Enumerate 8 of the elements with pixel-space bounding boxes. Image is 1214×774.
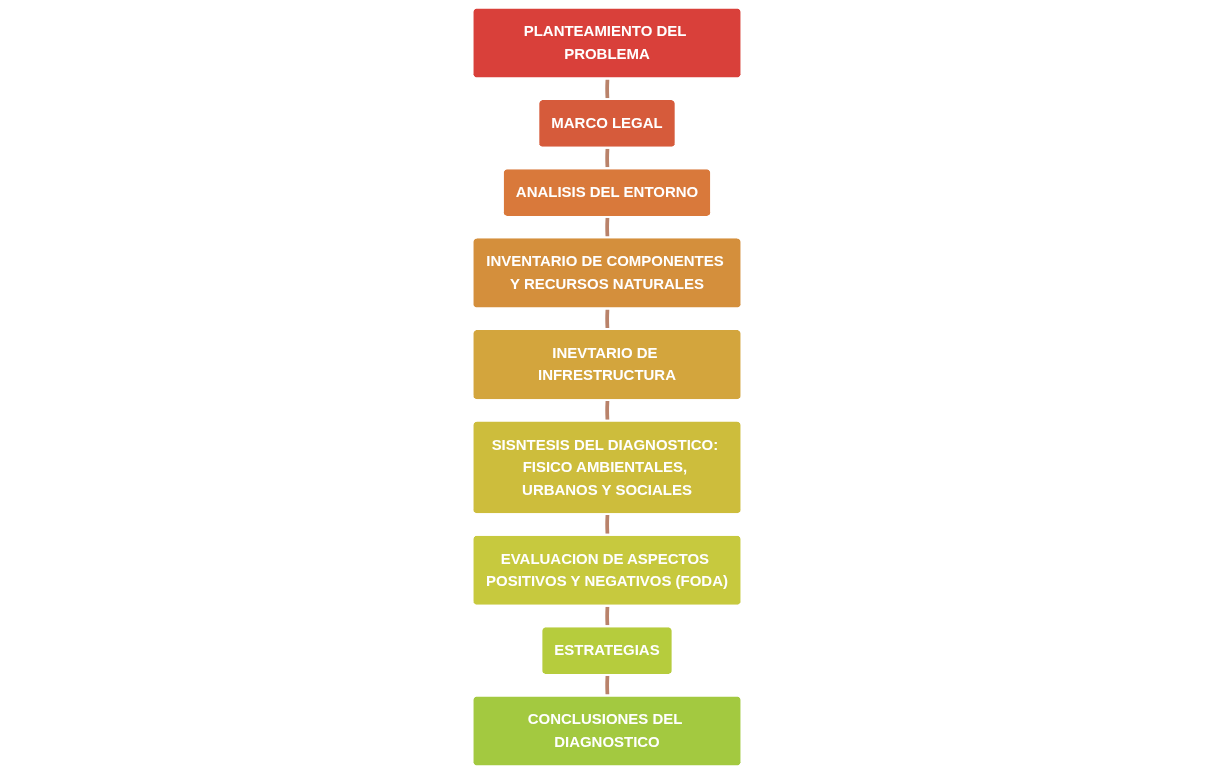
connector bbox=[605, 514, 610, 536]
connector bbox=[605, 147, 610, 169]
connector bbox=[605, 308, 610, 330]
connector bbox=[605, 605, 610, 627]
connector bbox=[605, 217, 610, 238]
connector bbox=[605, 675, 610, 697]
connector bbox=[605, 400, 610, 422]
connector bbox=[605, 78, 610, 100]
